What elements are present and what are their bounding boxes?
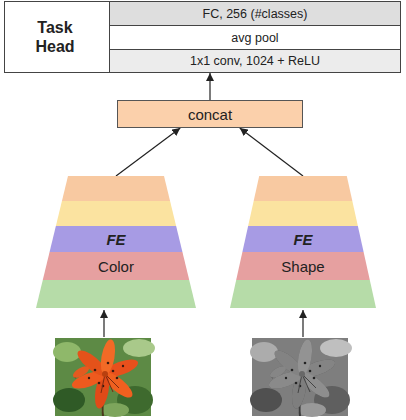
network-layer (36, 280, 196, 308)
network-layer (248, 201, 358, 226)
network-layer (62, 176, 170, 201)
head-label: Task Head (5, 2, 105, 72)
layer-label: 1x1 conv, 1024 + ReLU (110, 50, 400, 72)
network-layer (56, 201, 176, 226)
module-label: FE (36, 226, 196, 252)
input-arrow (103, 310, 104, 337)
layer-row: 1x1 conv, 1024 + ReLU (109, 50, 400, 72)
layer-label: Shape (230, 252, 376, 280)
feature-extractor: FEColor (36, 176, 196, 308)
network-layer (230, 280, 376, 308)
layer-label: concat (118, 101, 302, 127)
grayscale-image (250, 338, 352, 417)
input-arrow (302, 310, 303, 337)
layer-row: FC, 256 (#classes) (109, 2, 400, 26)
arrow-connector (209, 73, 210, 100)
color-image (53, 338, 155, 417)
arrow-connector (240, 128, 303, 176)
concat-box: concat (117, 100, 303, 128)
network-layer (254, 176, 353, 201)
layer-label: FC, 256 (#classes) (110, 2, 400, 25)
feature-extractor: FEShape (230, 176, 376, 308)
task-head-box: FC, 256 (#classes)avg pool1x1 conv, 1024… (4, 1, 401, 73)
module-label: FE (230, 226, 376, 252)
layer-label: avg pool (110, 26, 400, 49)
arrow-connector (116, 128, 180, 176)
layer-row: avg pool (109, 26, 400, 50)
layer-label: Color (36, 252, 196, 280)
